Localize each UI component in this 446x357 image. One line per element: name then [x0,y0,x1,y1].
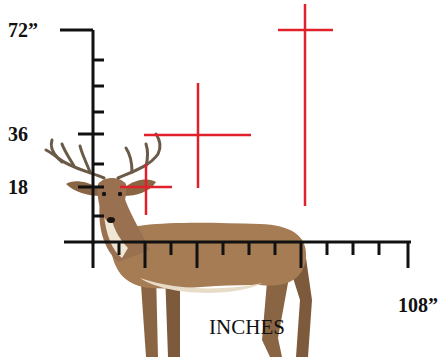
red-crosshairs [120,4,333,215]
deer-illustration [46,134,312,357]
chart-axes [60,30,411,268]
axis-max-label: 108” [398,295,438,315]
axis-max-label: 72” [8,20,38,40]
axis-unit-label: INCHES [209,317,285,338]
axis-tick-label: 18 [8,177,28,197]
axis-tick-label: 36 [8,124,28,144]
